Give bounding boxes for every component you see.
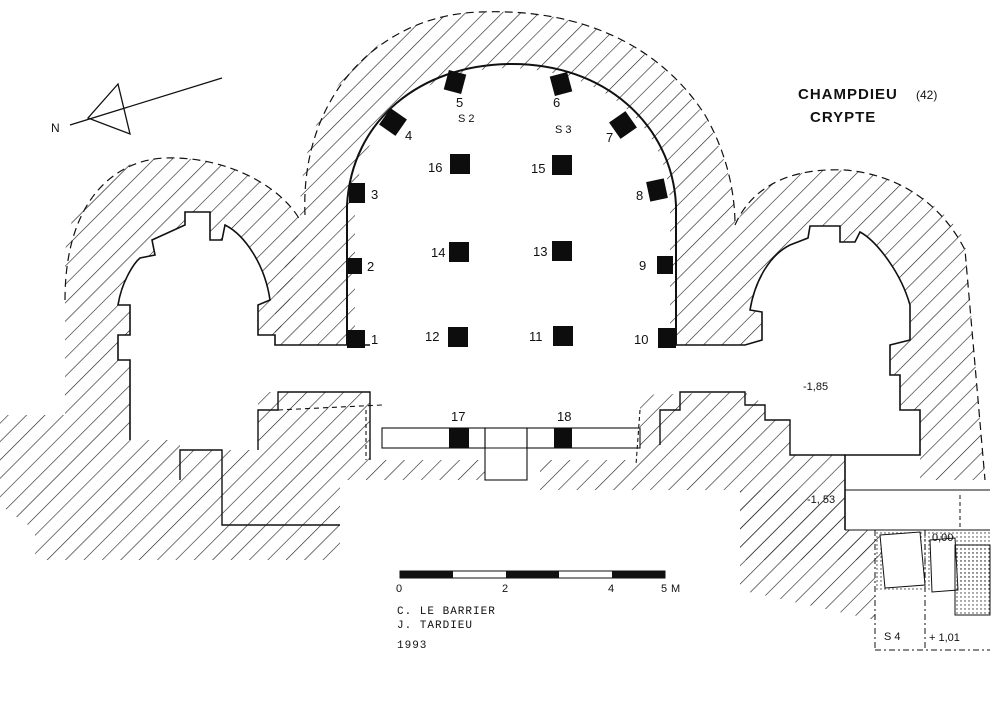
pillar-label-13: 13 — [533, 244, 547, 259]
pillar-2 — [348, 258, 362, 274]
scale-tick-0: 0 — [396, 583, 402, 595]
pillar-label-10: 10 — [634, 332, 648, 347]
pillar-label-8: 8 — [636, 188, 643, 203]
pillar-label-3: 3 — [371, 187, 378, 202]
pillar-label-14: 14 — [431, 245, 445, 260]
west-wall-masonry-left — [0, 415, 340, 560]
pillar-6 — [549, 72, 573, 96]
scale-unit: M — [671, 583, 680, 595]
pillar-label-7: 7 — [606, 130, 613, 145]
left-apsidiole-masonry — [65, 157, 300, 480]
pillar-3 — [349, 183, 365, 203]
pillar-15 — [552, 155, 572, 175]
pillar-label-11: 11 — [529, 329, 543, 344]
sondage-s3-label: S 3 — [555, 124, 572, 136]
west-wall-right-outline — [659, 391, 845, 456]
credit-author-2: J. TARDIEU — [397, 620, 473, 632]
pillar-label-9: 9 — [639, 258, 646, 273]
pillar-label-18: 18 — [557, 409, 571, 424]
pillar-label-6: 6 — [553, 95, 560, 110]
north-label: N — [51, 121, 60, 135]
south-east-masonry — [740, 490, 875, 620]
right-apsidiole-outer-dashed — [734, 169, 986, 481]
title-subject: CRYPTE — [810, 109, 876, 126]
level-label-3: 0,00 — [932, 532, 953, 544]
level-label-1: -1,85 — [803, 381, 828, 393]
pillar-markers — [347, 70, 676, 448]
pillar-label-12: 12 — [425, 329, 439, 344]
sondage-s4-label: S 4 — [884, 631, 901, 643]
north-arrow-icon — [69, 77, 223, 136]
pillar-label-15: 15 — [531, 161, 545, 176]
left-apsidiole-outer-dashed — [64, 157, 301, 301]
pillar-16 — [450, 154, 470, 174]
title-department: (42) — [916, 88, 937, 102]
entrance-threshold — [277, 404, 641, 481]
central-apse-outer-dashed — [304, 11, 736, 226]
pillar-1 — [347, 330, 365, 348]
pillar-label-17: 17 — [451, 409, 465, 424]
pillar-18 — [554, 428, 572, 448]
sondage-s2-label: S 2 — [458, 113, 475, 125]
right-apsidiole-masonry — [735, 170, 985, 480]
pillar-13 — [552, 241, 572, 261]
pillar-10 — [658, 328, 676, 348]
pillar-11 — [553, 326, 573, 346]
central-apse-inner-wall — [346, 62, 677, 345]
pillar-labels: 1 2 3 4 5 6 7 8 9 10 11 12 13 14 15 16 1… — [367, 95, 648, 424]
pillar-4 — [379, 108, 407, 136]
pillar-label-5: 5 — [456, 95, 463, 110]
west-wall-center-outline — [257, 391, 371, 460]
level-label-4: + 1,01 — [929, 632, 960, 644]
pillar-label-1: 1 — [371, 332, 378, 347]
pillar-14 — [449, 242, 469, 262]
credit-author-1: C. LE BARRIER — [397, 606, 496, 618]
west-wall-masonry-center — [222, 392, 485, 525]
scale-bar — [399, 570, 666, 579]
pillar-17 — [449, 428, 469, 448]
pillar-label-16: 16 — [428, 160, 442, 175]
pillar-9 — [657, 256, 673, 274]
pillar-7 — [609, 111, 637, 139]
pillar-label-2: 2 — [367, 259, 374, 274]
pillar-5 — [443, 70, 467, 94]
pillar-12 — [448, 327, 468, 347]
left-apsidiole-inner-wall — [117, 211, 370, 440]
scale-tick-5: 5 — [661, 583, 667, 595]
pillar-label-4: 4 — [405, 128, 412, 143]
level-label-2: -1, 53 — [807, 494, 835, 506]
title-place: CHAMPDIEU — [798, 86, 898, 103]
scale-tick-4: 4 — [608, 583, 614, 595]
right-apsidiole-inner-wall — [676, 225, 921, 530]
central-apse-masonry — [275, 11, 745, 345]
scale-tick-2: 2 — [502, 583, 508, 595]
pillar-8 — [646, 178, 668, 202]
credit-year: 1993 — [397, 640, 427, 652]
